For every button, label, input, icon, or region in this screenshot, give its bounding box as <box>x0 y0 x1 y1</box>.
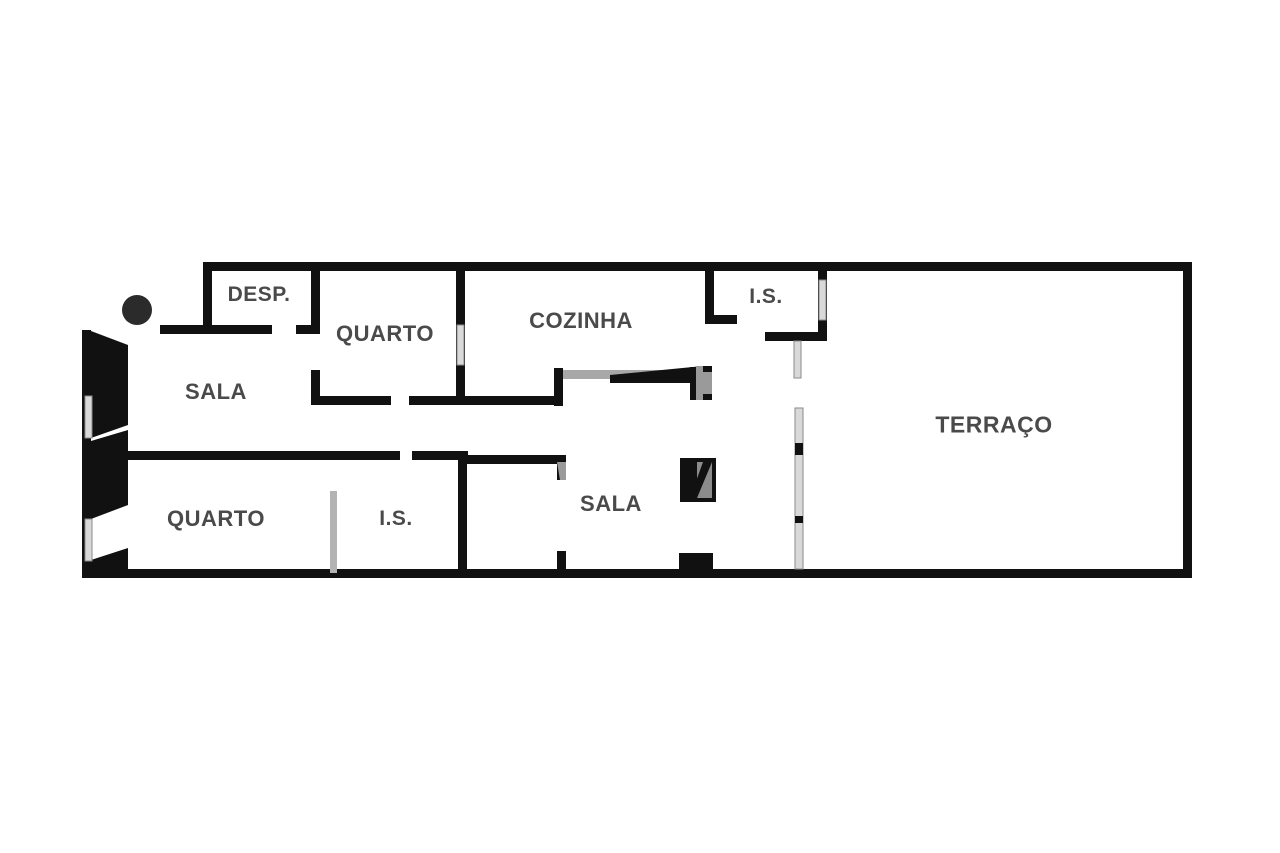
counter-slab <box>610 366 703 396</box>
outer-wall-left <box>82 330 91 578</box>
door-terraco-mullion-lower <box>795 516 803 523</box>
mid-partition-walls <box>110 451 468 573</box>
door-quarto-upper-right-opening <box>456 324 465 366</box>
outer-walls <box>82 262 1192 578</box>
room-cozinha-walls <box>512 262 737 406</box>
balcony-midband-wedge <box>91 430 128 452</box>
door-sala-lower-swing <box>557 462 566 480</box>
door-terraco-mullion-upper <box>795 443 803 455</box>
column-dot-icon <box>122 295 152 325</box>
wall-quarto-upper-left-lower <box>311 370 320 404</box>
window-left-upper-opening <box>84 395 93 439</box>
wall-is-lower-right <box>458 451 467 573</box>
counter-left-jamb <box>554 368 563 406</box>
door-terraco-sliding-opening <box>794 407 804 570</box>
outer-wall-top <box>203 262 1192 271</box>
room-quarto-upper-walls <box>296 262 522 405</box>
door-is-upper-opening <box>793 340 802 379</box>
room-sala-lower-walls <box>467 455 716 575</box>
wall-quarto-upper-bottom-right <box>409 396 522 405</box>
wall-cozinha-door-stub <box>705 315 737 324</box>
window-is-upper-opening <box>818 279 827 321</box>
pillar-sala-lower-bottom <box>679 553 713 575</box>
wall-cozinha-right <box>705 262 714 324</box>
balcony-lower-wedge <box>91 452 128 519</box>
wall-sala-lower-bottom-jamb <box>557 551 566 575</box>
balcony-upper-wedge-lower <box>91 396 128 438</box>
room-label-is-upper: I.S. <box>749 285 783 308</box>
counter-end-panel <box>696 366 712 400</box>
wall-desp-left <box>203 262 212 332</box>
counter-end-cap <box>703 366 712 372</box>
wall-mid-horizontal-left <box>110 451 400 460</box>
room-label-cozinha: COZINHA <box>529 308 633 333</box>
door-quarto-lower-opening <box>330 491 337 573</box>
balcony-upper-wedge <box>91 331 128 396</box>
room-is-upper-walls <box>765 262 827 379</box>
left-facade-balconies <box>84 295 152 569</box>
room-label-sala-fundo: SALA <box>580 491 642 516</box>
room-label-desp: DESP. <box>227 283 291 306</box>
room-label-sala-frente: SALA <box>185 379 247 404</box>
wall-desp-bottom <box>160 325 272 334</box>
wall-sala-lower-top <box>467 455 566 464</box>
wall-is-upper-bottom-chamfer <box>765 332 775 341</box>
window-left-lower-opening <box>84 518 93 562</box>
wall-desp-right <box>311 262 320 334</box>
wall-quarto-upper-door-jamb <box>296 325 312 334</box>
outer-wall-right <box>1183 262 1192 578</box>
terraco-openings <box>794 407 804 570</box>
room-label-terraco: TERRAÇO <box>935 411 1053 438</box>
room-desp-walls <box>160 262 320 334</box>
balcony-lower-wedge-base <box>91 548 128 569</box>
wall-is-upper-bottom <box>765 332 827 341</box>
stair-block-flight-diagonal <box>690 462 712 498</box>
wall-quarto-upper-bottom-left <box>311 396 391 405</box>
room-label-quarto-lower: QUARTO <box>167 506 265 531</box>
room-label-quarto-upper: QUARTO <box>336 321 434 346</box>
room-label-is-lower: I.S. <box>379 507 413 530</box>
counter-bottom-wall <box>512 396 563 405</box>
counter-end-cap-bottom <box>703 394 712 400</box>
wall-mid-horizontal-right <box>412 451 468 460</box>
outer-wall-bottom <box>82 569 1192 578</box>
